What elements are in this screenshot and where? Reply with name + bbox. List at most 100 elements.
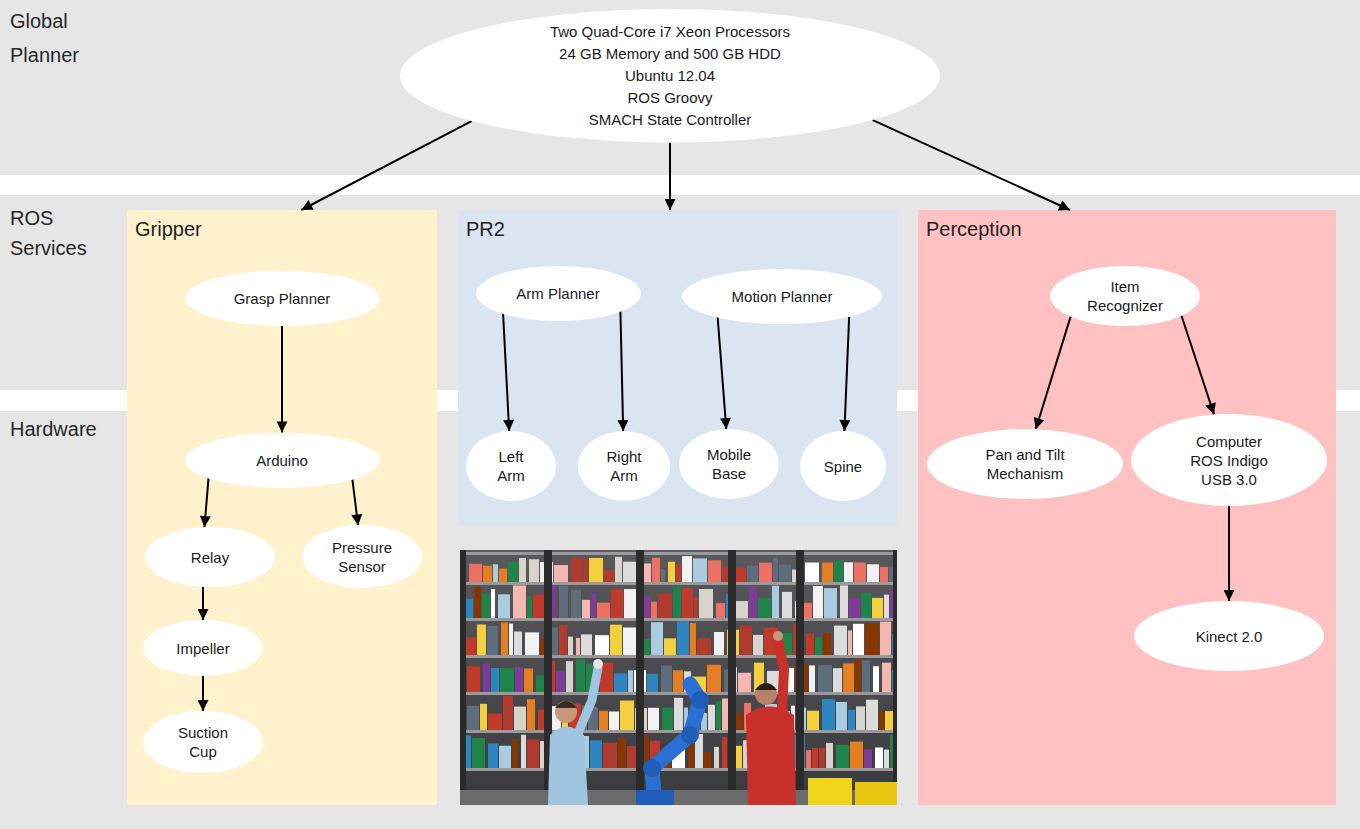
- shelf-item: [527, 596, 532, 618]
- arrow-connector: [844, 316, 849, 431]
- node-text: Pan and Tilt Mechanism: [973, 445, 1078, 483]
- shelf-item: [882, 663, 891, 692]
- ellipse-node: Two Quad-Core i7 Xeon Processors24 GB Me…: [400, 9, 940, 142]
- shelf-item: [676, 564, 681, 582]
- shelf-item: [472, 738, 485, 768]
- shelf-item: [736, 601, 748, 618]
- ellipse-node: Item Recognizer: [1050, 266, 1200, 326]
- shelf-item: [690, 623, 696, 655]
- worker-hand: [773, 631, 783, 641]
- shelf-item: [604, 569, 614, 582]
- node-text: Mobile Base: [703, 445, 755, 483]
- group-panel: Arm Planner Motion PlannerLeft Arm Right A…: [458, 210, 897, 525]
- ellipse-outline: [143, 620, 263, 676]
- shelf-item: [595, 635, 609, 655]
- arrow-connector: [1036, 317, 1071, 430]
- yellow-bin: [808, 778, 852, 805]
- shelf-item: [664, 638, 676, 655]
- shelf-item: [623, 627, 636, 655]
- shelf-item: [861, 593, 871, 618]
- shelf-item: [856, 706, 865, 730]
- shelf-item: [571, 590, 581, 618]
- node-text: Right Arm: [601, 447, 647, 485]
- shelf-item: [508, 562, 518, 582]
- node-text: Kinect 2.0: [1196, 627, 1263, 646]
- shelf-item: [722, 699, 729, 730]
- shelf-item: [704, 752, 711, 768]
- shelf-item: [682, 588, 693, 618]
- node-text: Arduino: [256, 451, 308, 470]
- arrow-connector: [204, 478, 208, 527]
- shelf-item: [850, 742, 863, 768]
- shelf-item: [747, 566, 758, 582]
- arrow-connector: [352, 479, 358, 526]
- shelf-item: [822, 563, 833, 582]
- panel-heading: Gripper: [135, 217, 202, 241]
- shelf-item: [566, 661, 573, 692]
- ellipse-node: Pan and Tilt Mechanism: [927, 429, 1123, 499]
- shelf-item: [499, 569, 507, 582]
- worker-shirt: [746, 707, 796, 806]
- shelf-item: [833, 668, 842, 692]
- shelf-item: [749, 586, 757, 618]
- shelf-item: [873, 666, 879, 692]
- shelf-item: [843, 663, 854, 692]
- ellipse-node: Left Arm: [466, 431, 556, 501]
- shelf-item: [848, 630, 852, 655]
- shelf-item: [714, 747, 719, 768]
- ellipse-outline: [679, 429, 779, 499]
- shelf-item: [836, 745, 849, 768]
- shelf-item: [597, 603, 610, 618]
- arrow-connector: [1181, 316, 1214, 415]
- shelf-item: [609, 711, 619, 730]
- shelf-item: [875, 748, 883, 768]
- arrow-connector: [281, 326, 283, 433]
- shelf-item: [736, 746, 742, 768]
- ellipse-outline: [145, 527, 275, 587]
- shelf-item: [707, 665, 721, 692]
- ellipse-outline: [800, 431, 886, 501]
- panel-heading: PR2: [466, 217, 505, 241]
- row-label: Hardware: [10, 414, 140, 444]
- arrow-connector: [620, 311, 623, 431]
- shelf-item: [867, 564, 879, 582]
- shelf-item: [792, 570, 796, 582]
- node-text: 24 GB Memory and 500 GB HDD: [550, 43, 790, 65]
- shelf-item: [514, 631, 522, 655]
- worker-shirt: [548, 727, 588, 806]
- robot-joint: [691, 691, 709, 709]
- shelf-board: [460, 655, 897, 658]
- node-text: ROS Groovy: [550, 87, 790, 109]
- ellipse-shape: [466, 431, 556, 501]
- shelf-item: [513, 585, 526, 618]
- node-text: Arm Planner: [516, 284, 599, 303]
- shelf-item: [581, 634, 592, 655]
- node-text: Two Quad-Core i7 Xeon Processors: [550, 21, 790, 43]
- shelf-item: [834, 626, 847, 655]
- node-text: Motion Planner: [732, 287, 833, 306]
- shelf-item: [738, 673, 751, 692]
- shelf-item: [610, 625, 622, 655]
- shelf-item: [512, 739, 518, 768]
- shelf-item: [599, 711, 608, 730]
- shelf-item: [880, 622, 891, 655]
- shelf-item: [628, 670, 633, 692]
- shelf-item: [611, 589, 623, 618]
- ellipse-shape: [679, 429, 779, 499]
- row-band: [0, 0, 1360, 175]
- shelf-item: [854, 562, 866, 582]
- panel-heading: Perception: [926, 217, 1022, 241]
- shelf-item: [568, 637, 573, 655]
- row-label: ROS Services: [10, 203, 105, 263]
- ellipse-node: Relay: [145, 527, 275, 587]
- shelf-board: [460, 768, 897, 771]
- shelf-item: [519, 558, 526, 582]
- arrow-connector: [202, 587, 204, 620]
- ellipse-outline: [400, 9, 940, 142]
- arrow-connector: [1228, 506, 1230, 601]
- ellipse-outline: [1131, 414, 1327, 506]
- ellipse-outline: [682, 269, 882, 324]
- shelf-item: [813, 586, 823, 618]
- node-text: Item Recognizer: [1084, 277, 1166, 315]
- shelf-post: [796, 550, 804, 805]
